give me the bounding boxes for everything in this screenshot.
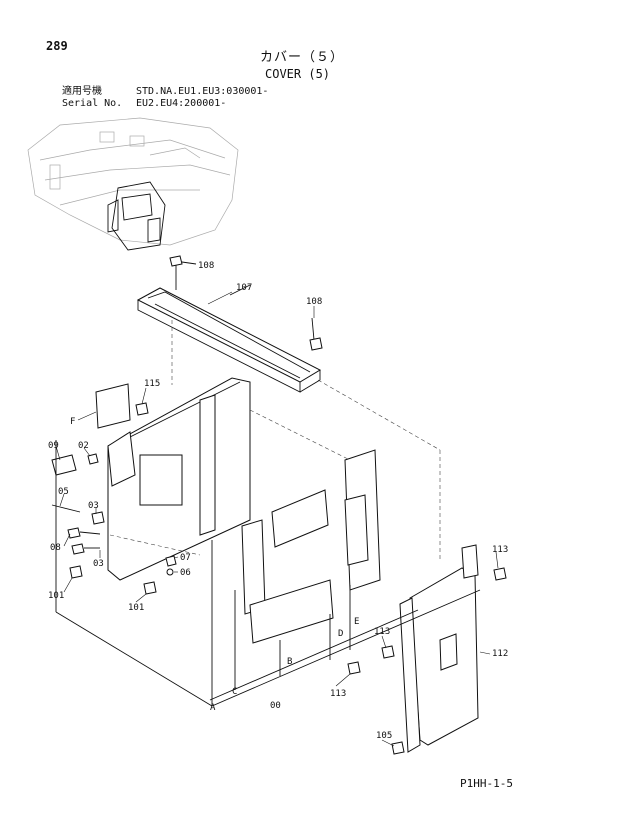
part-F xyxy=(95,383,131,429)
nut-07-washer-06 xyxy=(165,555,177,576)
callout-05: 05 xyxy=(58,487,69,497)
callout-101-right: 101 xyxy=(128,603,144,613)
title-japanese: カバー（５） xyxy=(260,50,345,65)
applicable-label-jp: 適用号機 xyxy=(62,86,102,97)
location-highlight xyxy=(107,181,166,251)
bolt-105 xyxy=(391,741,405,755)
foam-part-A xyxy=(241,519,266,615)
callout-113-mid: 113 xyxy=(374,627,390,637)
drawing-code: P1HH-1-5 xyxy=(460,777,513,790)
serial-range-1: STD.NA.EU1.EU3:030001- xyxy=(136,86,269,97)
foam-part-C xyxy=(271,489,329,548)
foam-part-E xyxy=(344,494,369,566)
callout-108-right: 108 xyxy=(306,297,322,307)
callout-08: 08 xyxy=(50,543,61,553)
callout-113-top: 113 xyxy=(492,545,508,555)
bolts-101 xyxy=(69,565,157,595)
callout-09: 09 xyxy=(48,441,59,451)
callout-E: E xyxy=(354,617,359,627)
callout-02: 02 xyxy=(78,441,89,451)
callout-00: 00 xyxy=(270,701,281,711)
callout-101-left: 101 xyxy=(48,591,64,601)
bolt-113-mid xyxy=(381,645,395,659)
foam-part-B xyxy=(249,579,334,644)
callout-D: D xyxy=(338,629,343,639)
callout-113-low: 113 xyxy=(330,689,346,699)
bolt-113-low xyxy=(347,661,361,675)
callout-108-top: 108 xyxy=(198,261,214,271)
serial-label: Serial No. xyxy=(62,98,123,109)
bracket-09 xyxy=(51,454,77,476)
serial-range-2: EU2.EU4:200001- xyxy=(136,98,227,109)
assembly-dashed-lines xyxy=(109,320,441,560)
callout-105: 105 xyxy=(376,731,392,741)
spacer-03 xyxy=(91,511,105,525)
callout-06: 06 xyxy=(180,568,191,578)
callout-A: A xyxy=(210,703,216,713)
callout-03-lower: 03 xyxy=(93,559,104,569)
bolt-108-top xyxy=(169,255,197,290)
pin-05 xyxy=(51,504,81,513)
callout-115: 115 xyxy=(144,379,160,389)
assembly-outline xyxy=(55,440,481,707)
bolt-02 xyxy=(87,453,99,465)
callout-107: 107 xyxy=(236,283,252,293)
callout-B: B xyxy=(287,657,292,667)
machine-outline xyxy=(27,117,239,246)
callout-C: C xyxy=(232,687,237,697)
bracket-107 xyxy=(136,284,322,393)
callout-F: F xyxy=(70,417,75,427)
bracket-112 xyxy=(399,544,479,753)
page-number: 289 xyxy=(46,39,68,53)
cover-panel-left xyxy=(107,377,251,581)
callout-112: 112 xyxy=(492,649,508,659)
bolt-115 xyxy=(135,402,149,416)
title-english: COVER (5) xyxy=(265,67,331,81)
bolt-113-top xyxy=(493,567,507,581)
leader-lines xyxy=(55,291,499,747)
bolts-08 xyxy=(67,527,101,555)
callout-07: 07 xyxy=(180,553,191,563)
callout-03-upper: 03 xyxy=(88,501,99,511)
bolt-108-right xyxy=(309,317,323,351)
